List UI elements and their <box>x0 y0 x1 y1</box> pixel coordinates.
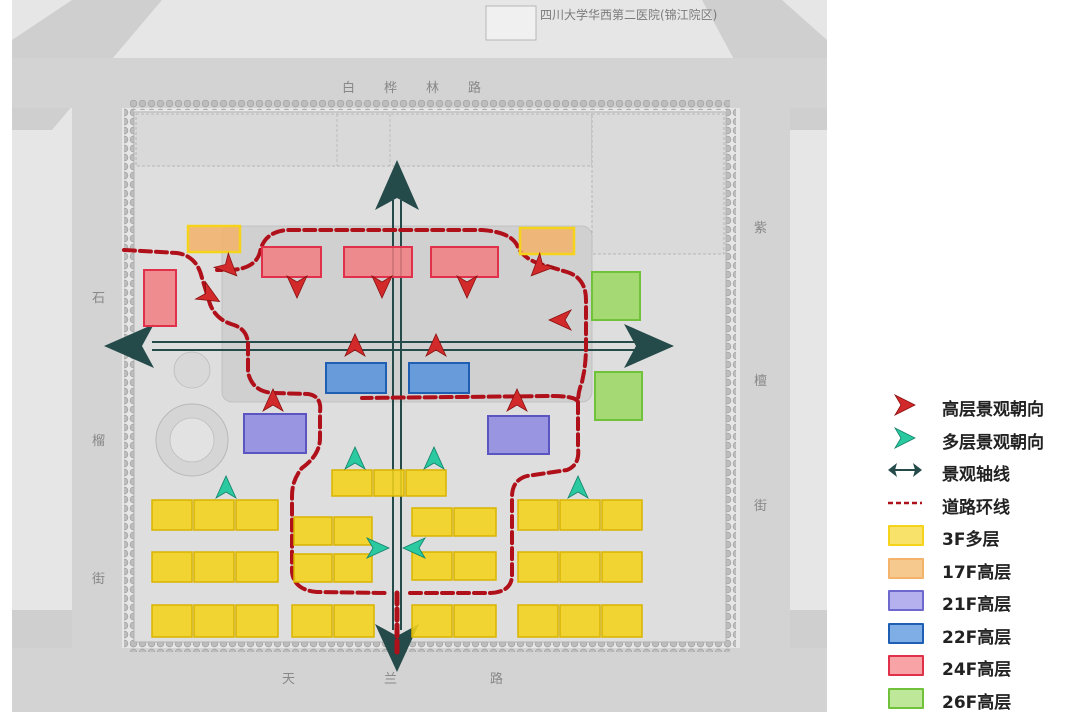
road-east-char: 檀 <box>754 373 767 389</box>
building-22f <box>409 363 469 393</box>
hospital-building <box>486 6 536 40</box>
hospital-label: 四川大学华西第二医院(锦江院区) <box>540 7 717 22</box>
legend-swatch <box>888 688 924 709</box>
tree-row-south <box>130 642 730 652</box>
legend-item-21f: 21F高层 <box>886 587 1076 620</box>
road-south-char: 路 <box>490 671 503 687</box>
legend-swatch <box>888 623 924 644</box>
legend: 高层景观朝向 多层景观朝向 景观轴线 道路环线 3F多层 17F高层 21F高层… <box>886 392 1076 717</box>
red-chevron-icon <box>886 392 924 418</box>
legend-swatch <box>888 525 924 546</box>
road-south <box>12 648 827 712</box>
road-west <box>72 58 122 712</box>
road-north-char: 白 <box>342 80 355 96</box>
legend-swatch <box>888 590 924 611</box>
legend-label: 高层景观朝向 <box>942 395 1044 420</box>
double-arrow-icon <box>886 457 924 483</box>
road-east-char: 紫 <box>754 221 767 236</box>
tree-row-north <box>130 100 730 110</box>
legend-item-24f: 24F高层 <box>886 652 1076 685</box>
legend-label: 22F高层 <box>942 623 1011 648</box>
tree-row-east <box>726 108 736 648</box>
building-26f <box>595 372 642 420</box>
road-south-char: 天 <box>282 672 295 687</box>
legend-label: 21F高层 <box>942 590 1011 615</box>
legend-label: 道路环线 <box>942 493 1010 518</box>
legend-item-3f: 3F多层 <box>886 522 1076 555</box>
legend-item-midrise-view: 多层景观朝向 <box>886 425 1076 458</box>
building-26f <box>592 272 640 320</box>
legend-item-highrise-view: 高层景观朝向 <box>886 392 1076 425</box>
legend-item-26f: 26F高层 <box>886 685 1076 717</box>
building-21f <box>244 414 306 453</box>
legend-swatch <box>888 655 924 676</box>
road-west-char: 榴 <box>92 434 105 449</box>
legend-item-landscape-axis: 景观轴线 <box>886 457 1076 490</box>
legend-label: 3F多层 <box>942 525 999 550</box>
dashed-line-icon <box>886 490 924 516</box>
road-east-char: 街 <box>754 499 767 514</box>
site-plan: 白 桦 林 路 天 兰 路 石 榴 街 紫 檀 街 四川大学华西第二医院(锦江院… <box>12 0 827 712</box>
legend-item-22f: 22F高层 <box>886 620 1076 653</box>
legend-label: 景观轴线 <box>942 460 1010 485</box>
building-17f <box>188 226 240 252</box>
legend-label: 17F高层 <box>942 558 1011 583</box>
legend-item-road-loop: 道路环线 <box>886 490 1076 523</box>
road-west-char: 街 <box>92 572 105 587</box>
teal-chevron-icon <box>886 425 924 451</box>
legend-item-17f: 17F高层 <box>886 555 1076 588</box>
building-24f <box>262 247 321 277</box>
building-24f <box>344 247 412 277</box>
roundabout-plaza-inner <box>170 418 214 462</box>
north-commercial-block <box>136 114 592 166</box>
road-north-char: 林 <box>426 81 439 96</box>
building-17f <box>520 228 574 254</box>
east-corner-block <box>592 114 724 254</box>
road-south-char: 兰 <box>384 672 397 687</box>
tree-row-west <box>124 108 134 648</box>
fountain-plaza <box>174 352 210 388</box>
building-24f <box>144 270 176 326</box>
legend-swatch <box>888 558 924 579</box>
legend-label: 多层景观朝向 <box>942 428 1044 453</box>
legend-label: 26F高层 <box>942 688 1011 713</box>
building-24f <box>431 247 498 277</box>
legend-label: 24F高层 <box>942 655 1011 680</box>
building-22f <box>326 363 386 393</box>
road-north-char: 路 <box>468 80 481 96</box>
building-21f <box>488 416 549 454</box>
road-north-char: 桦 <box>384 81 397 96</box>
road-west-char: 石 <box>92 291 105 306</box>
